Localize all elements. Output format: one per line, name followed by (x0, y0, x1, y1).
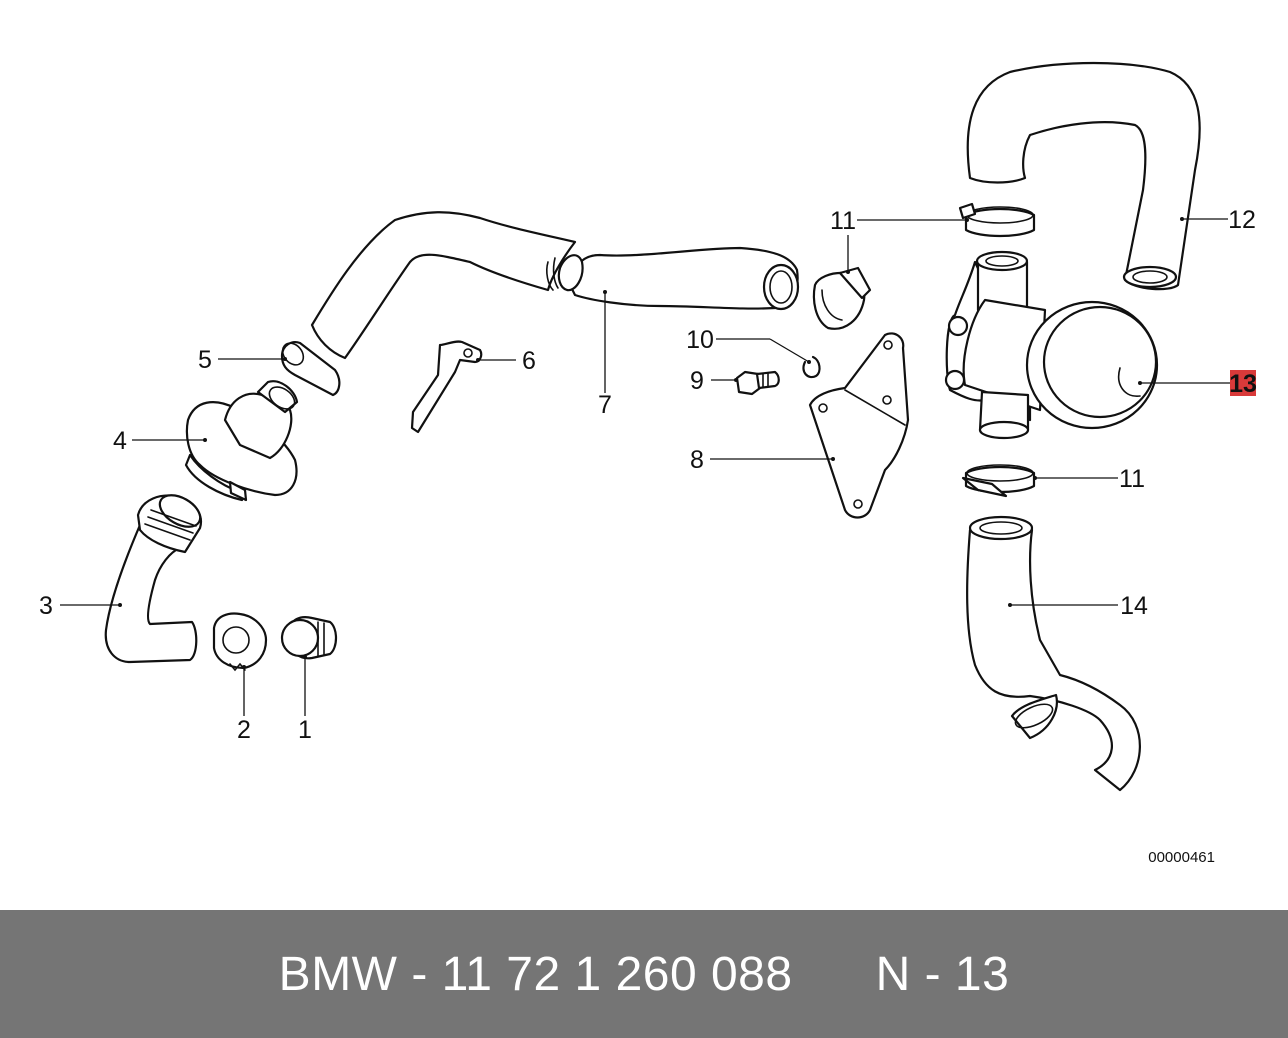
footer-sep-1: - (397, 947, 442, 1001)
part-7-hose (310, 211, 800, 360)
part-4-check-valve (184, 380, 299, 502)
callout-6: 6 (522, 347, 536, 375)
footer-part-number: 11 72 1 260 088 (441, 947, 793, 1001)
footer-brand: BMW (278, 947, 398, 1001)
part-13-pump-valve (944, 250, 1159, 440)
callout-14: 14 (1120, 592, 1148, 620)
parts-diagram: 1 2 3 4 5 6 7 8 9 10 11 11 12 13 14 0000… (39, 61, 1257, 866)
part-12-upper-hose (966, 61, 1201, 291)
part-3-bent-pipe (104, 494, 203, 664)
part-9-bolt (735, 370, 780, 396)
callout-2: 2 (237, 716, 251, 744)
callout-4: 4 (113, 427, 127, 455)
callout-12: 12 (1228, 206, 1256, 234)
callout-13-highlight (1230, 370, 1256, 396)
part-6-small-bracket (410, 340, 483, 434)
footer-gap (793, 947, 876, 1002)
callout-9: 9 (690, 367, 704, 395)
part-11-lower-clamp (961, 464, 1036, 498)
callout-labels: 1 2 3 4 5 6 7 8 9 10 11 11 12 13 14 (39, 206, 1257, 744)
callout-13: 13 (1229, 370, 1257, 398)
callout-11-upper: 11 (830, 207, 856, 235)
diagram-reference-number: 00000461 (1148, 849, 1215, 866)
part-8-bracket (808, 332, 910, 519)
callout-7: 7 (598, 391, 612, 419)
part-14-lower-hose (966, 515, 1141, 792)
callout-8: 8 (690, 446, 704, 474)
part-11-upper-clamp (958, 202, 1036, 238)
callout-1: 1 (298, 716, 312, 744)
callout-11-lower: 11 (1119, 465, 1145, 493)
footer-position: N - 13 (875, 947, 1010, 1001)
leader-lines (60, 217, 1230, 716)
callout-3: 3 (39, 592, 53, 620)
part-1-plug (280, 616, 338, 660)
footer-bar: BMW - 11 72 1 260 088 N - 13 (0, 910, 1288, 1038)
callout-10: 10 (686, 326, 714, 354)
callout-5: 5 (198, 346, 212, 374)
part-11-mid-clamp (812, 266, 872, 330)
part-2-nut (212, 612, 268, 672)
